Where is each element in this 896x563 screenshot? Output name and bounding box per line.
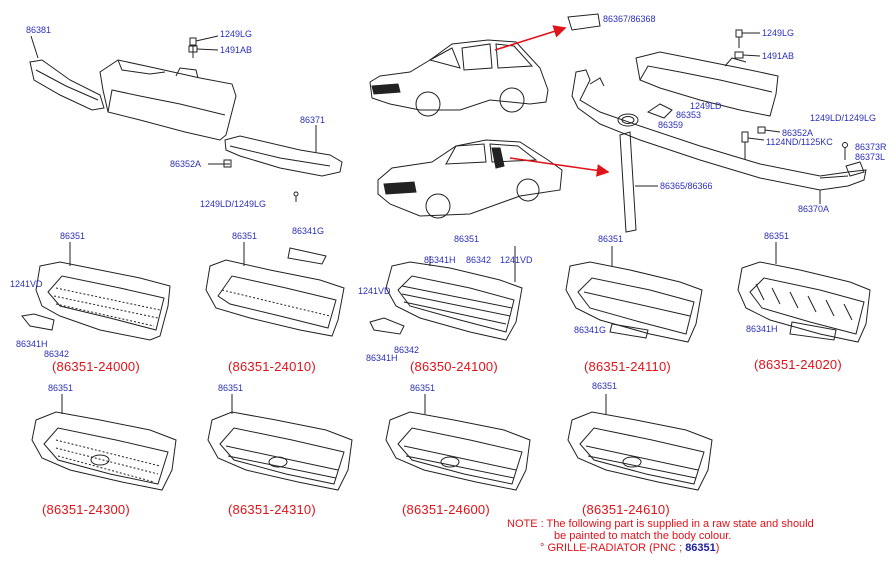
note-line-3-suffix: ): [715, 542, 720, 554]
variant-label-5: (86351-24020): [754, 357, 842, 372]
variant-label-6: (86351-24300): [42, 502, 130, 517]
callout-g1-1241VD: 1241VD: [10, 279, 43, 289]
grille-86351-24010: [205, 242, 345, 337]
emblem-86353: [617, 103, 673, 127]
variant-label-7: (86351-24310): [228, 502, 316, 517]
callout-86365-86366: 86365/86366: [660, 181, 713, 191]
note-line-3-prefix: ° GRILLE-RADIATOR (PNC ;: [540, 542, 686, 554]
variant-label-8: (86351-24600): [402, 502, 490, 517]
grille-86351-24300: [31, 394, 177, 491]
callout-g7-86351: 86351: [218, 383, 244, 393]
callout-86352A-a: 86352A: [170, 159, 202, 169]
callout-86371: 86371: [300, 115, 326, 125]
callout-g1-86351: 86351: [60, 231, 86, 241]
bolt-1249LG-a: [189, 35, 219, 58]
callout-86381: 86381: [26, 25, 52, 35]
nut-1491AB-a: [188, 45, 219, 53]
callout-1249LD-b: 1249LD: [690, 101, 722, 111]
callout-1249LG-a: 1249LG: [220, 29, 253, 39]
pillar-moulding-86365: [619, 131, 658, 233]
grille-86350-24100: [369, 246, 523, 341]
callout-g4-86351: 86351: [598, 234, 624, 244]
callout-g3-86342-b: 86342: [394, 345, 420, 355]
callout-g4-86341G: 86341G: [574, 325, 607, 335]
callout-86370A: 86370A: [798, 204, 830, 214]
note-line-3: ° GRILLE-RADIATOR (PNC ; 86351): [540, 543, 719, 554]
callout-86353: 86353: [676, 110, 702, 120]
front-lip-86381: [29, 35, 105, 111]
upper-panel-right: [635, 51, 779, 117]
variant-label-3: (86350-24100): [410, 359, 498, 374]
callout-86359: 86359: [658, 120, 684, 130]
moulding-86371: [208, 125, 343, 202]
callout-g3-86342: 86342: [466, 255, 492, 265]
grille-86351-24110: [565, 246, 703, 343]
callout-86367-86368: 86367/86368: [603, 14, 656, 24]
hatchback-car: [369, 39, 549, 117]
pointer-arrows: [494, 25, 610, 177]
callout-1249LG-b: 1249LG: [762, 28, 795, 38]
grille-86351-24600: [385, 394, 531, 491]
callout-g1-86342: 86342: [44, 349, 70, 359]
callout-g3-1241VD: 1241VD: [500, 255, 533, 265]
grille-86351-24000: [21, 242, 171, 341]
callout-g3-86351: 86351: [454, 234, 480, 244]
variant-label-9: (86351-24610): [582, 502, 670, 517]
grille-86351-24310: [207, 394, 353, 491]
callout-86373R: 86373R: [855, 142, 887, 152]
arrow-to-spoiler: [494, 25, 567, 51]
callout-1249LD-1249LG-b: 1249LD/1249LG: [810, 113, 877, 123]
spoiler-part-86367: [567, 13, 601, 31]
note-line-2: be painted to match the body colour.: [554, 530, 732, 542]
callout-1491AB-a: 1491AB: [220, 45, 253, 55]
end-caps-86373: [845, 161, 865, 177]
note-line-1: NOTE : The following part is supplied in…: [507, 518, 814, 530]
callout-86352A-b: 86352A: [782, 128, 814, 138]
callout-g3-86341H-b: 86341H: [366, 353, 398, 363]
grille-86351-24610: [567, 394, 713, 491]
callout-86373L: 86373L: [855, 152, 886, 162]
callout-1124ND-1125KC: 1124ND/1125KC: [766, 137, 833, 147]
callout-g1-86341H: 86341H: [16, 339, 48, 349]
variant-label-2: (86351-24010): [228, 359, 316, 374]
upper-bracket-panel: [99, 59, 237, 141]
callout-g2-86351: 86351: [232, 231, 258, 241]
callout-g2-86341G: 86341G: [292, 226, 325, 236]
callout-g3-86341H: 86341H: [424, 255, 456, 265]
sedan-car: [377, 139, 563, 219]
callout-g6-86351: 86351: [48, 383, 74, 393]
callout-g8-86351: 86351: [410, 383, 436, 393]
arrow-to-pillar: [509, 157, 610, 177]
bumper-bar-86370A: [571, 69, 867, 204]
callout-g5-86351: 86351: [764, 231, 790, 241]
callout-1249LD-1249LG-a: 1249LD/1249LG: [200, 199, 267, 209]
variant-label-4: (86351-24110): [584, 359, 671, 374]
callout-g9-86351: 86351: [592, 381, 618, 391]
callout-g3-1241VD-b: 1241VD: [358, 286, 391, 296]
callout-g5-86341H: 86341H: [746, 324, 778, 334]
variant-label-1: (86351-24000): [52, 359, 140, 374]
grille-86351-24020: [737, 242, 871, 343]
bolts-right: [734, 29, 848, 160]
callout-1491AB-b: 1491AB: [762, 51, 795, 61]
note-pnc: 86351: [685, 542, 716, 554]
